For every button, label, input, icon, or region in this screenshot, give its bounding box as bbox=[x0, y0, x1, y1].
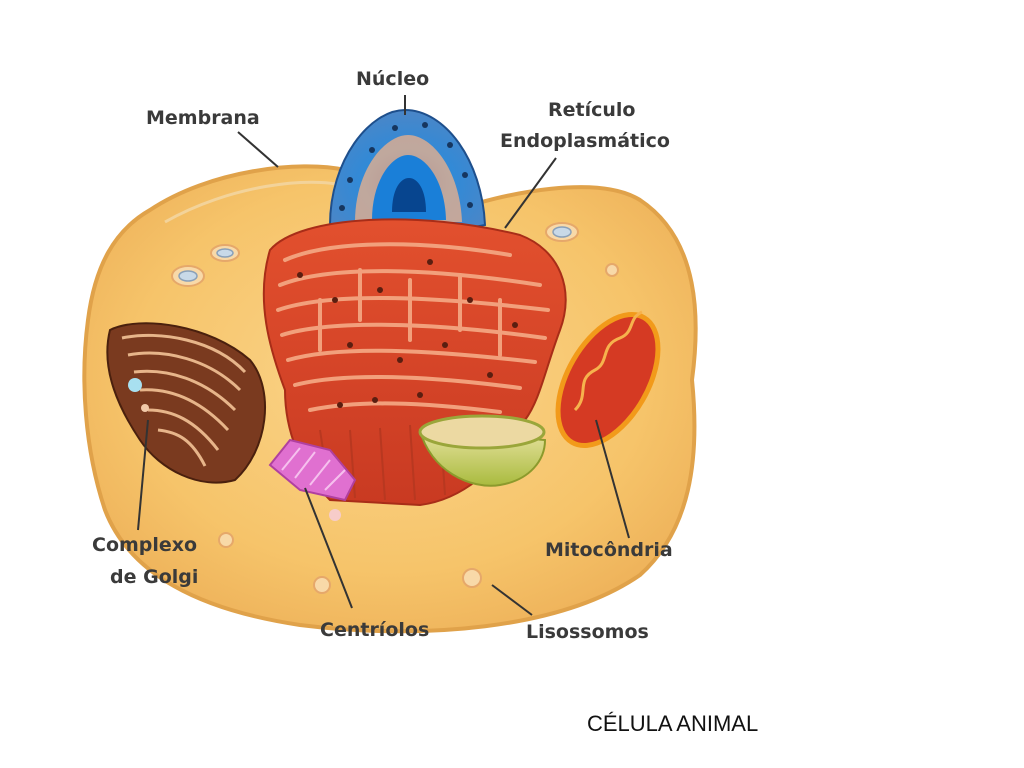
label-reticulo-line1: Retículo bbox=[548, 99, 636, 121]
vacuole bbox=[418, 414, 547, 487]
label-reticulo-line2: Endoplasmático bbox=[500, 130, 670, 152]
lysosomes bbox=[171, 222, 619, 594]
caption-celula-animal: CÉLULA ANIMAL bbox=[587, 711, 759, 736]
centrioles bbox=[268, 438, 357, 521]
label-complexo-line1: Complexo bbox=[92, 534, 198, 556]
label-complexo-line2: de Golgi bbox=[110, 566, 199, 588]
label-membrana: Membrana bbox=[146, 107, 260, 129]
label-centriolos: Centríolos bbox=[320, 619, 430, 641]
mitochondria bbox=[555, 310, 661, 448]
label-nucleo: Núcleo bbox=[356, 68, 430, 90]
nucleus bbox=[328, 108, 487, 233]
label-mitocondria: Mitocôndria bbox=[545, 539, 673, 561]
label-lisossomos: Lisossomos bbox=[526, 621, 649, 643]
leader-lines bbox=[137, 95, 630, 616]
